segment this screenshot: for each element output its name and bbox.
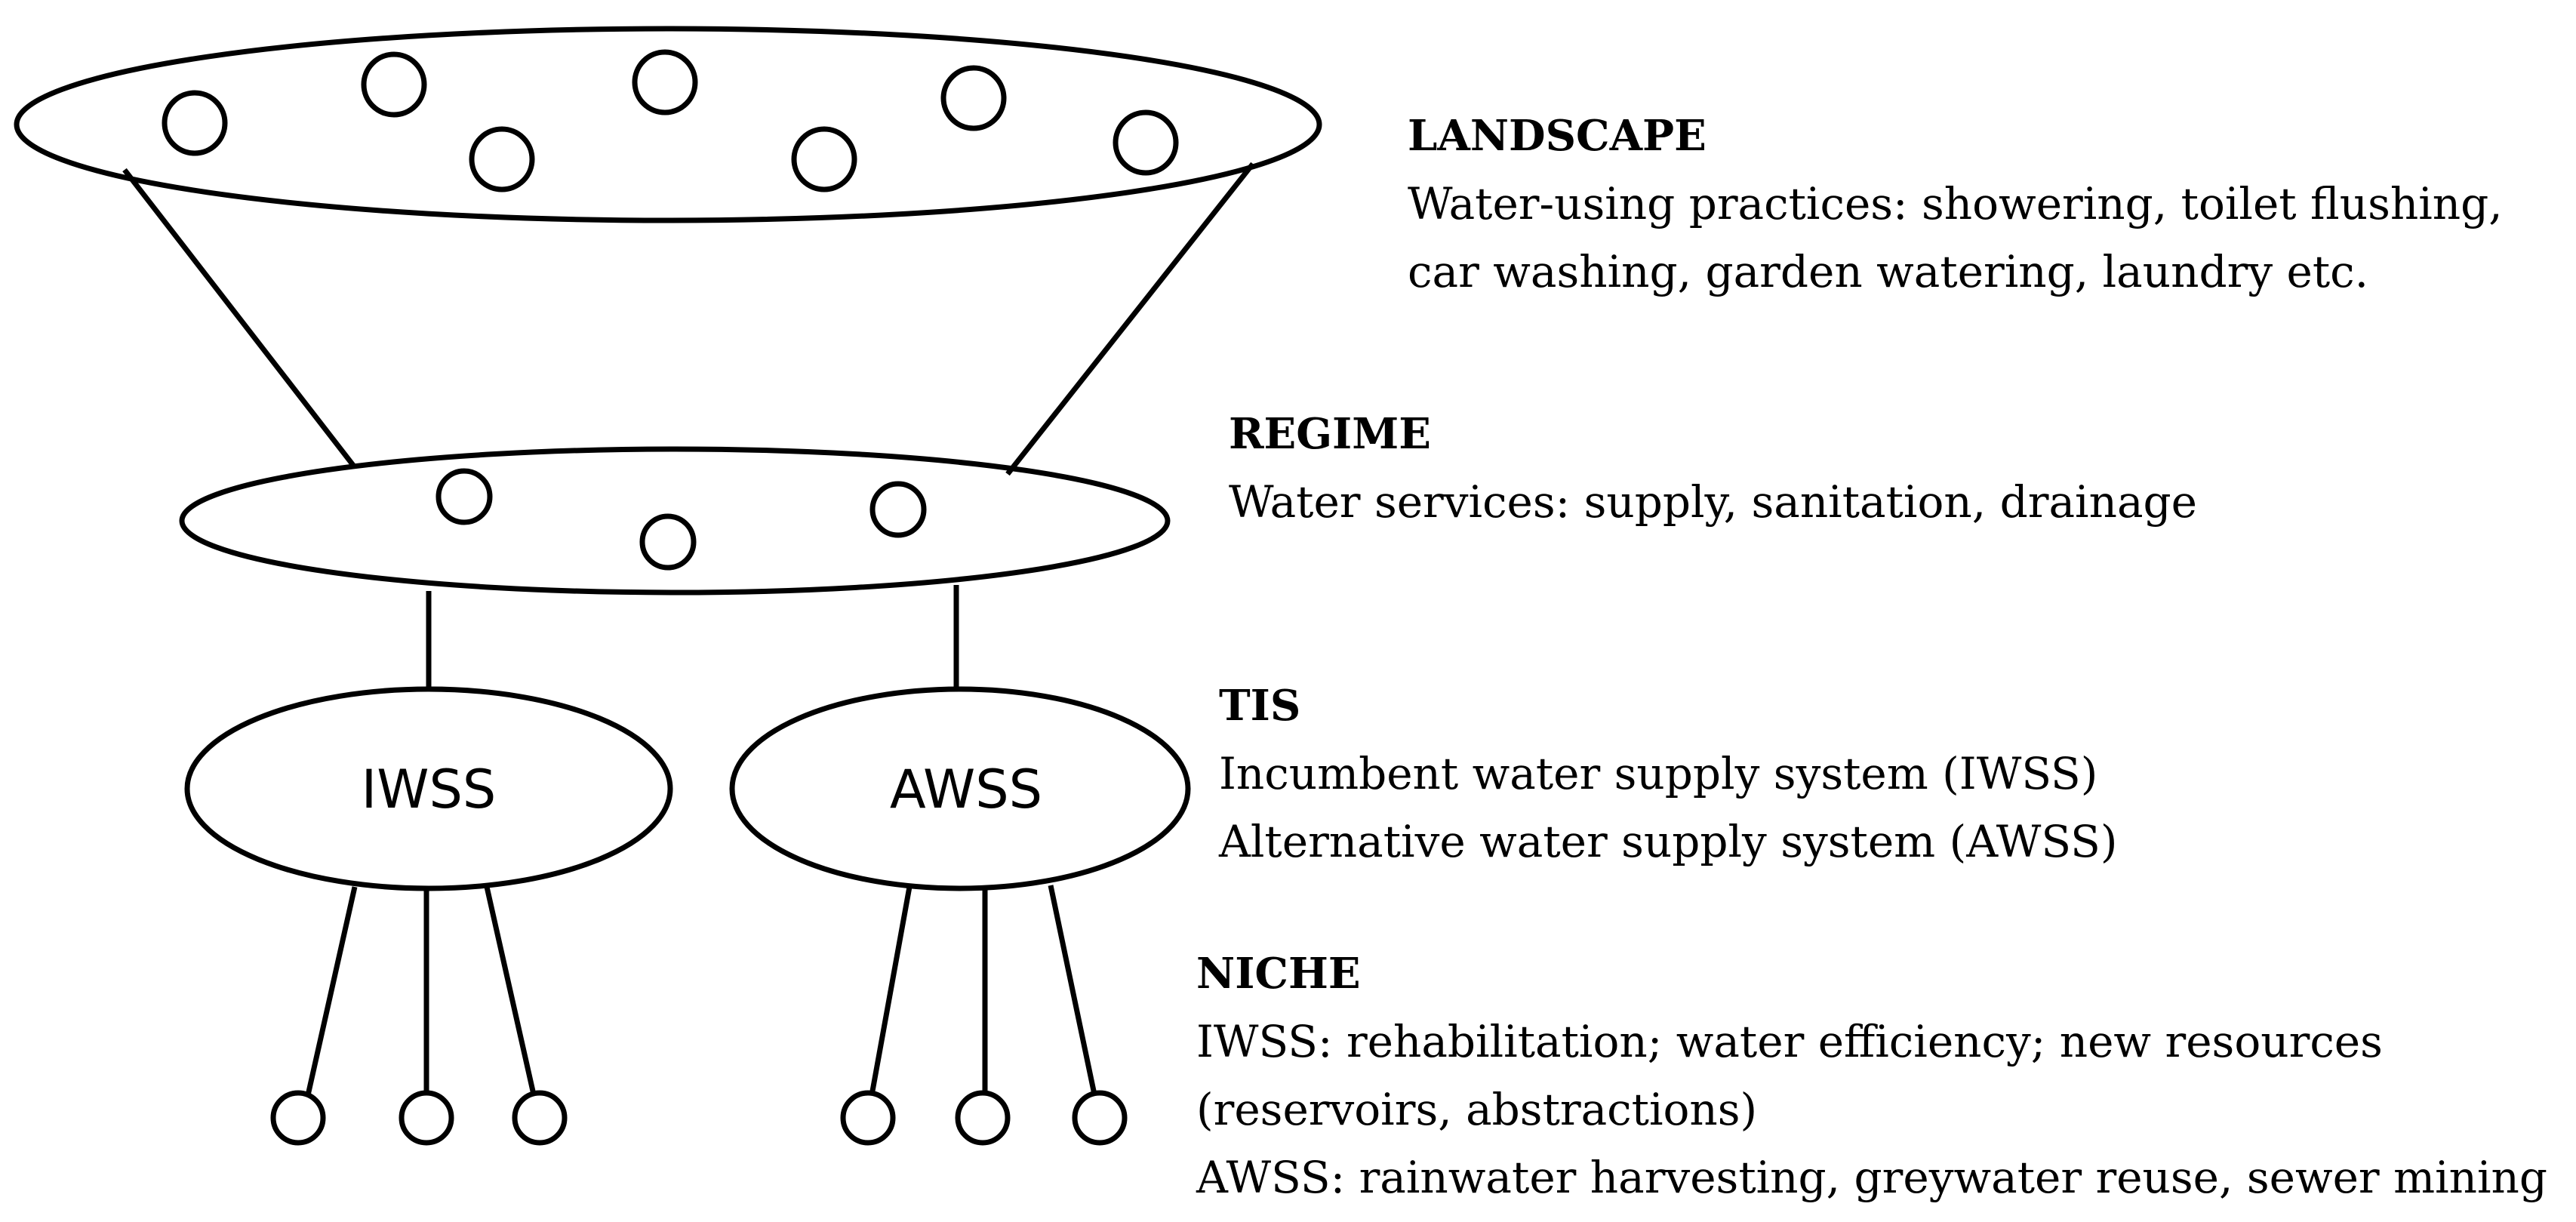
iwss-label: IWSS [362, 759, 497, 820]
niche-line: (reservoirs, abstractions) [1196, 1084, 1758, 1135]
landscape-text: LANDSCAPE Water-using practices: showeri… [1408, 102, 2503, 306]
tis-text: TIS Incumbent water supply system (IWSS)… [1219, 672, 2117, 876]
awss-label: AWSS [890, 759, 1042, 820]
niche-text: NICHE IWSS: rehabilitation; water effici… [1196, 940, 2547, 1211]
regime-title: REGIME [1229, 409, 1431, 459]
regime-service-circle [639, 513, 697, 571]
niche-circle [399, 1090, 454, 1146]
landscape-practice-circle [1113, 109, 1179, 176]
niche-title: NICHE [1196, 949, 1361, 999]
niche-line: IWSS: rehabilitation; water efficiency; … [1196, 1016, 2383, 1067]
landscape-line: Water-using practices: showering, toilet… [1408, 178, 2503, 229]
landscape-group [14, 26, 1322, 223]
awss-niche-connector [1048, 885, 1097, 1095]
landscape-practice-circle [791, 126, 857, 192]
funnel-left-line [122, 168, 357, 469]
landscape-practice-circle [632, 49, 698, 115]
niche-circle [1072, 1090, 1128, 1146]
iwss-node: IWSS [184, 686, 673, 891]
niche-circle [512, 1090, 568, 1146]
regime-service-circle [435, 468, 493, 525]
niche-line: AWSS: rainwater harvesting, greywater re… [1196, 1152, 2548, 1203]
landscape-line: car washing, garden watering, laundry et… [1408, 246, 2369, 297]
landscape-practice-circle [162, 90, 228, 156]
awss-niche-connector [869, 886, 913, 1096]
funnel-right-line [1005, 162, 1255, 476]
regime-service-circle [869, 481, 927, 538]
iwss-niche-connector [484, 886, 537, 1095]
niche-circle [840, 1090, 896, 1146]
tis-line: Alternative water supply system (AWSS) [1219, 816, 2118, 867]
iwss-niche-connector [305, 886, 358, 1096]
regime-text: REGIME Water services: supply, sanitatio… [1229, 400, 2197, 536]
landscape-practice-circle [940, 65, 1007, 131]
tis-line: Incumbent water supply system (IWSS) [1219, 748, 2098, 799]
niche-circle [270, 1090, 326, 1146]
niche-circle [955, 1090, 1011, 1146]
tis-title: TIS [1219, 681, 1301, 731]
landscape-practice-circle [469, 126, 535, 192]
regime-line: Water services: supply, sanitation, drai… [1229, 476, 2197, 528]
niche-group [270, 1090, 1128, 1146]
landscape-practice-circle [361, 51, 427, 118]
awss-ellipse [729, 686, 1191, 891]
awss-node: AWSS [729, 686, 1191, 891]
landscape-ellipse [14, 26, 1322, 223]
regime-ellipse [179, 446, 1171, 596]
regime-group [179, 446, 1171, 596]
landscape-title: LANDSCAPE [1408, 111, 1707, 161]
